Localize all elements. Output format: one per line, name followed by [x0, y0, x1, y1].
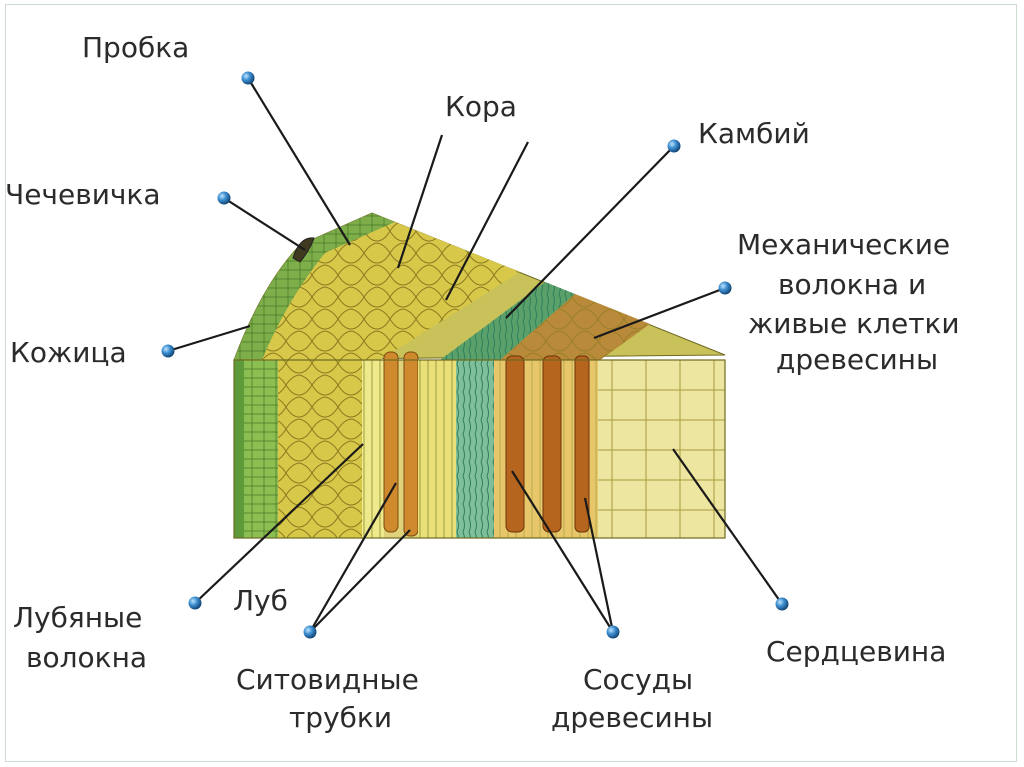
label-kozhitsa: Кожица [10, 336, 127, 369]
label-kora: Кора [445, 90, 517, 123]
pin-icon [304, 626, 317, 639]
pin-icon [218, 192, 231, 205]
label-sieve-1: Ситовидные [236, 663, 419, 696]
label-mechanical-1: Механические [737, 228, 950, 261]
pin-icon [242, 72, 255, 85]
label-chechevichka: Чечевичка [5, 178, 161, 211]
label-vessels-2: древесины [551, 701, 713, 734]
stem-wedge [234, 213, 725, 538]
label-mechanical-2: волокна и [778, 268, 926, 301]
wood-vessel-2 [543, 356, 561, 532]
label-pith: Сердцевина [766, 635, 946, 668]
band-sieve-tube-1 [384, 352, 398, 532]
label-vessels-1: Сосуды [583, 663, 693, 696]
label-probka: Пробка [82, 31, 189, 64]
band-skin [234, 360, 244, 538]
pin-icon [668, 140, 681, 153]
pin-icon [607, 626, 620, 639]
label-sieve-2: трубки [289, 701, 392, 734]
pin-icon [162, 345, 175, 358]
label-lub-fibers-2: волокна [26, 641, 147, 674]
wood-vessel-1 [506, 356, 524, 532]
label-mechanical-4: древесины [776, 343, 938, 376]
pin-icon [776, 598, 789, 611]
label-lub: Луб [233, 584, 288, 617]
pin-icon [189, 597, 202, 610]
band-sieve-tube-2 [404, 352, 418, 536]
label-lub-fibers-1: Лубяные [13, 601, 142, 634]
label-mechanical-3: живые клетки [748, 307, 960, 340]
pin-icon [719, 282, 732, 295]
label-kambiy: Камбий [698, 117, 810, 150]
